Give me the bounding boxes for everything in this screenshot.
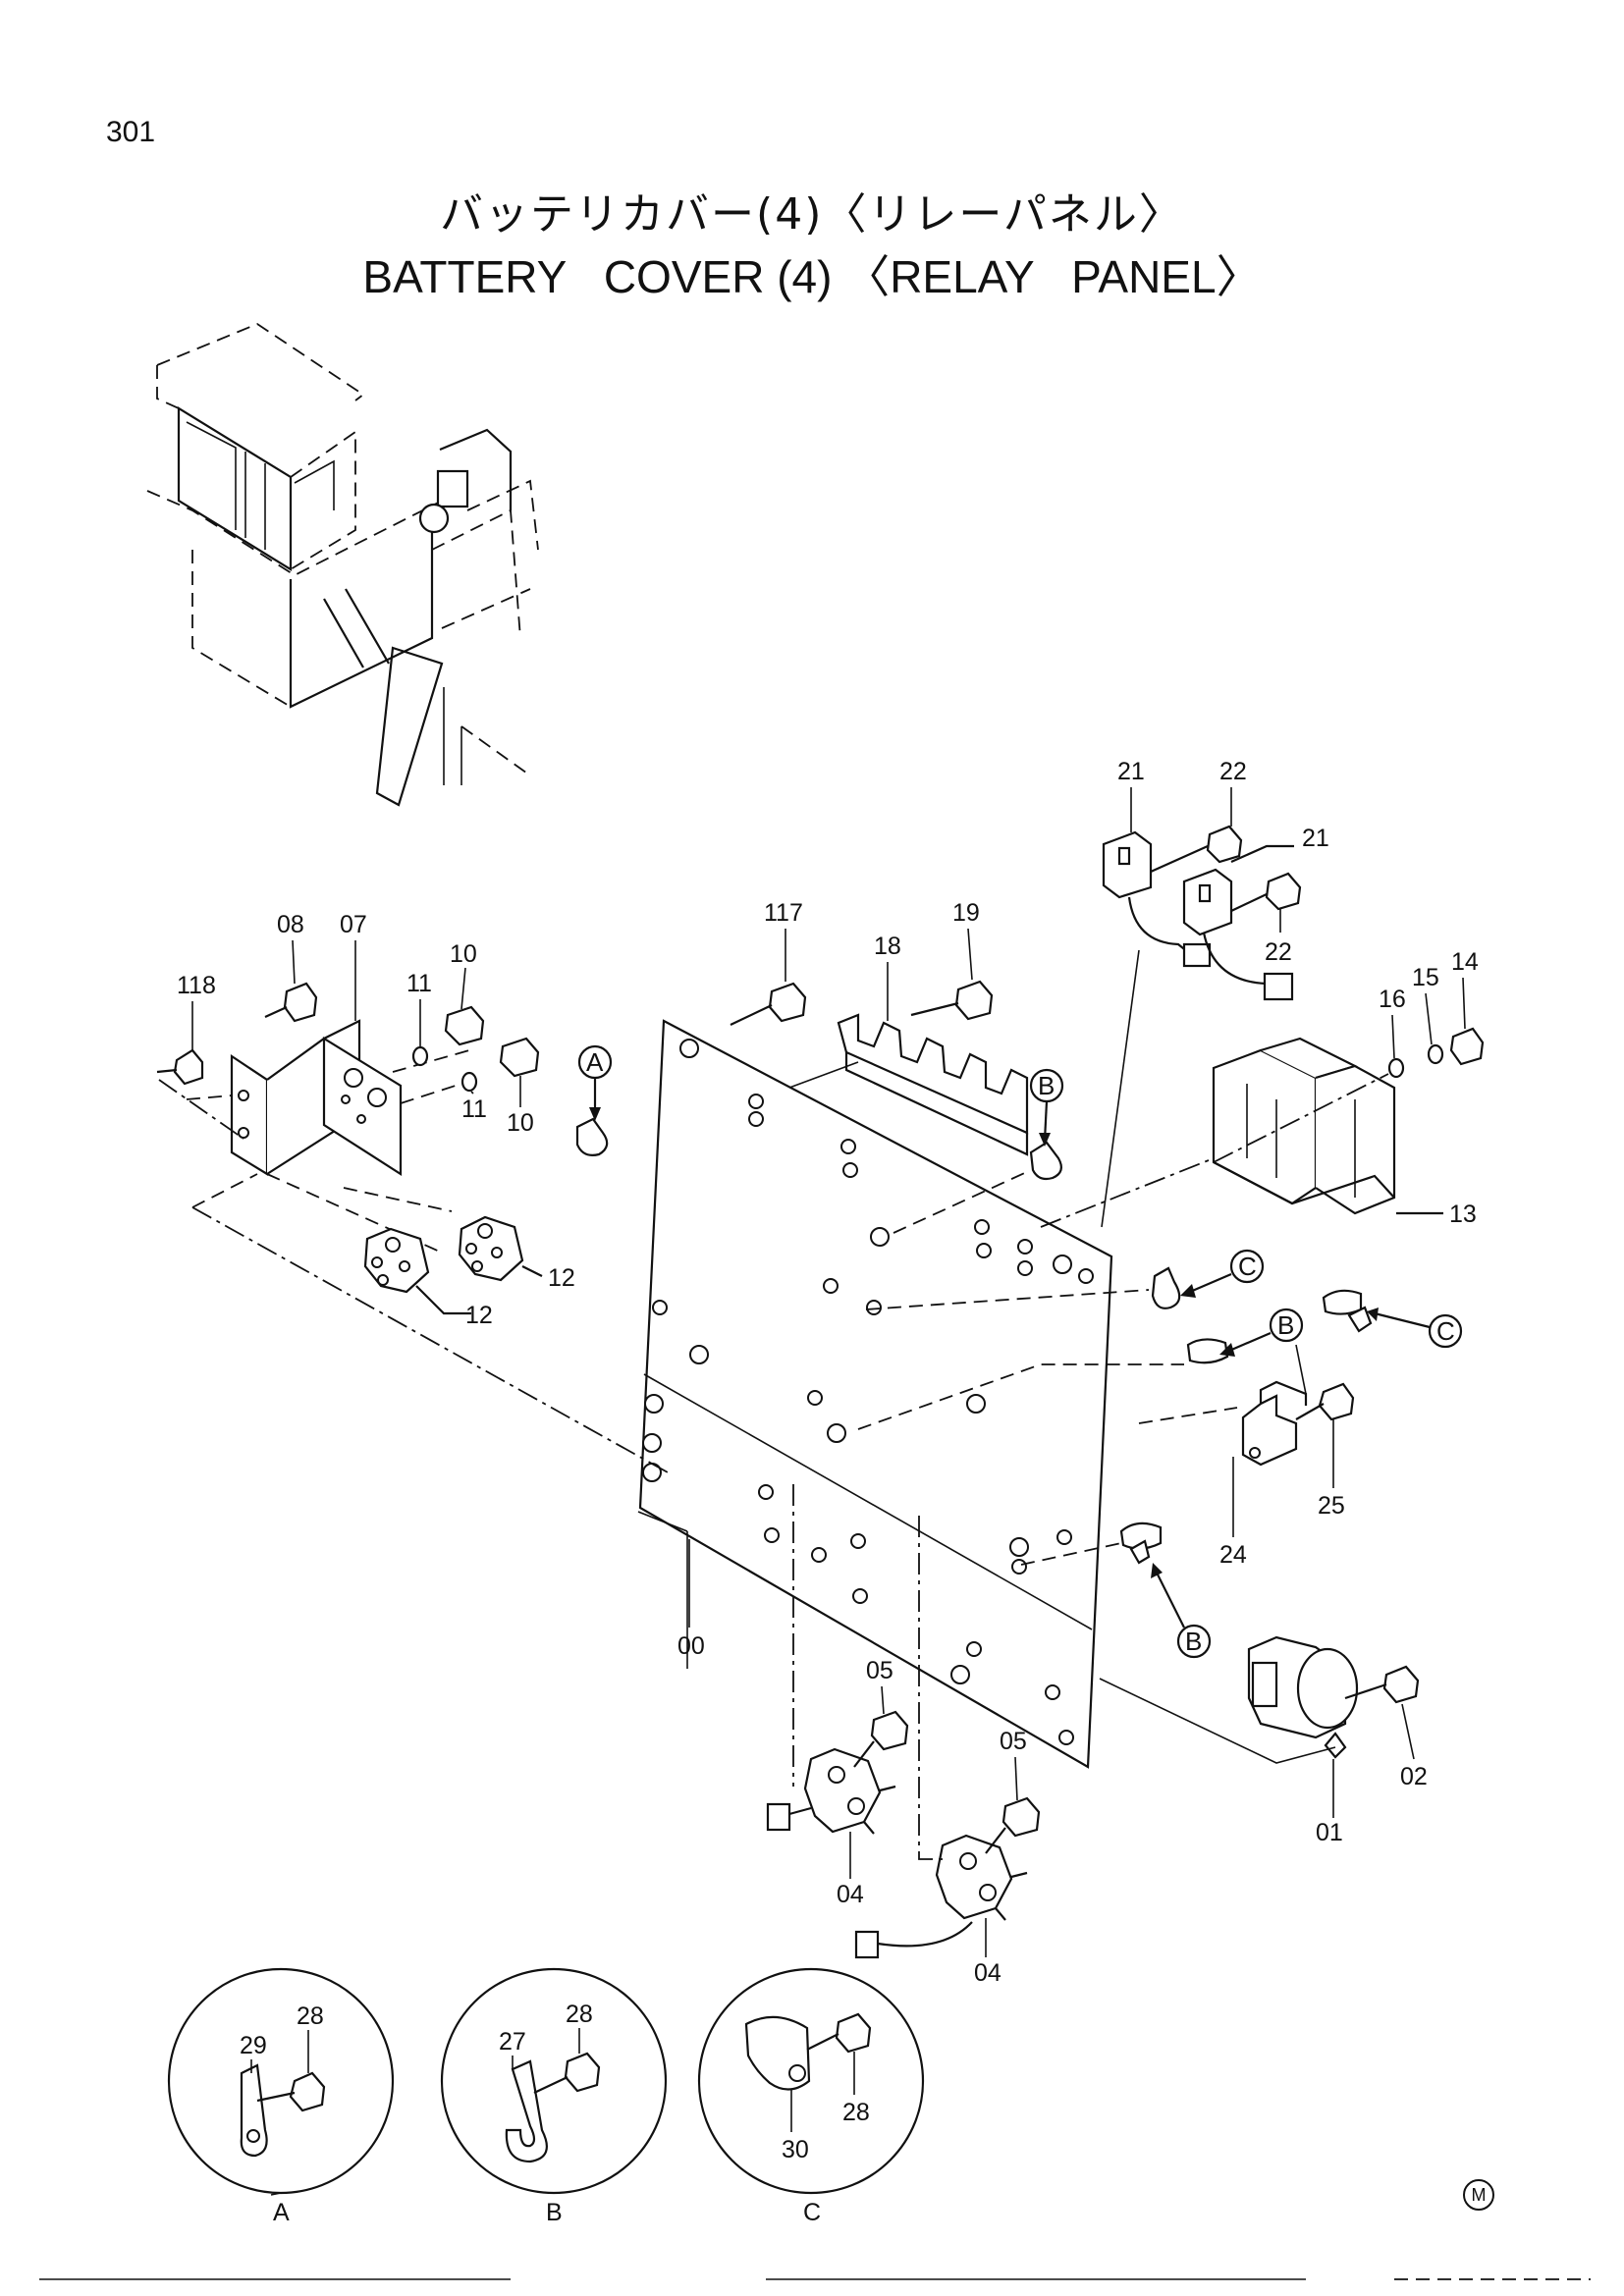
svg-text:B: B <box>1185 1627 1202 1656</box>
label-25: 25 <box>1318 1492 1345 1520</box>
relay-box-13 <box>1040 1027 1485 1228</box>
label-21b: 21 <box>1302 825 1329 852</box>
detail-reference-markers: A B C B C B <box>577 1044 1463 1659</box>
detail-view-b: 27 28 B <box>440 1967 668 2226</box>
label-02: 02 <box>1400 1763 1428 1790</box>
label-16: 16 <box>1379 986 1406 1013</box>
label-15: 15 <box>1412 964 1439 991</box>
detail-b-label: B <box>546 2199 563 2226</box>
label-08: 08 <box>277 911 304 938</box>
battery-relay-04-left <box>766 1484 909 1835</box>
label-12b: 12 <box>465 1302 493 1329</box>
label-22a: 22 <box>1219 758 1247 785</box>
detail-a-part-29: 29 <box>240 2032 267 2059</box>
battery-relay-04-right <box>854 1516 1041 1959</box>
buzzer-01 <box>1099 1635 1420 1764</box>
svg-text:C: C <box>1436 1316 1455 1346</box>
label-11a: 11 <box>406 970 432 997</box>
svg-text:B: B <box>1038 1071 1055 1100</box>
relay-panel-plate <box>637 1019 1113 1769</box>
label-01: 01 <box>1316 1819 1343 1846</box>
maker-mark: M <box>1463 2179 1494 2211</box>
label-04b: 04 <box>974 1959 1001 1987</box>
svg-text:A: A <box>586 1047 604 1077</box>
label-12a: 12 <box>548 1264 575 1292</box>
page-title-english: BATTERY COVER (4) 〈RELAY PANEL〉 <box>362 251 1262 302</box>
relay-bracket-assembly <box>156 982 669 1473</box>
detail-a-label: A <box>273 2199 290 2226</box>
relay-12-left <box>363 1227 471 1315</box>
label-05b: 05 <box>1000 1728 1027 1755</box>
label-22b: 22 <box>1265 938 1292 966</box>
callout-labels: 00 01 02 04 04 05 05 07 08 10 10 11 11 1… <box>177 758 1479 1987</box>
label-10a: 10 <box>450 940 477 968</box>
label-14: 14 <box>1451 948 1479 976</box>
label-118: 118 <box>177 972 216 999</box>
detail-c-part-28: 28 <box>842 2099 870 2126</box>
terminal-strip-assembly <box>730 980 1029 1156</box>
detail-b-part-28: 28 <box>566 2001 593 2028</box>
detail-b-part-27: 27 <box>499 2028 526 2056</box>
clamp-parts <box>575 1117 1373 1566</box>
ref-marker-b-1: B <box>1029 1068 1064 1147</box>
svg-text:B: B <box>1277 1310 1294 1340</box>
label-07: 07 <box>340 911 367 938</box>
detail-view-c: 30 28 C <box>697 1967 925 2226</box>
panel-holes <box>642 1039 1094 1745</box>
label-00: 00 <box>677 1632 705 1660</box>
label-117: 117 <box>764 899 803 927</box>
label-24: 24 <box>1219 1541 1247 1569</box>
label-11b: 11 <box>461 1095 487 1123</box>
label-05a: 05 <box>866 1657 893 1684</box>
label-04a: 04 <box>837 1881 864 1908</box>
label-13: 13 <box>1449 1201 1477 1228</box>
label-10b: 10 <box>507 1109 534 1137</box>
label-18: 18 <box>874 933 901 960</box>
label-21a: 21 <box>1117 758 1145 785</box>
ref-marker-a: A <box>577 1044 613 1121</box>
relay-12-right <box>458 1215 543 1282</box>
label-19: 19 <box>952 899 980 927</box>
ref-marker-c-1: C <box>1180 1249 1265 1298</box>
ref-marker-b-2: B <box>1219 1308 1304 1357</box>
machine-location-view <box>146 322 539 807</box>
page-number: 301 <box>106 116 156 148</box>
detail-view-a: 29 28 A <box>167 1967 395 2226</box>
ref-marker-c-2: C <box>1367 1308 1463 1349</box>
detail-c-label: C <box>803 2199 821 2226</box>
connector-assembly <box>1101 825 1302 1228</box>
svg-text:C: C <box>1238 1252 1257 1281</box>
detail-c-part-30: 30 <box>782 2136 809 2163</box>
detail-a-part-28: 28 <box>297 2002 324 2030</box>
page-title-japanese: バッテリカバー(4)〈リレーパネル〉 <box>440 189 1184 240</box>
ref-marker-b-3: B <box>1151 1563 1212 1659</box>
